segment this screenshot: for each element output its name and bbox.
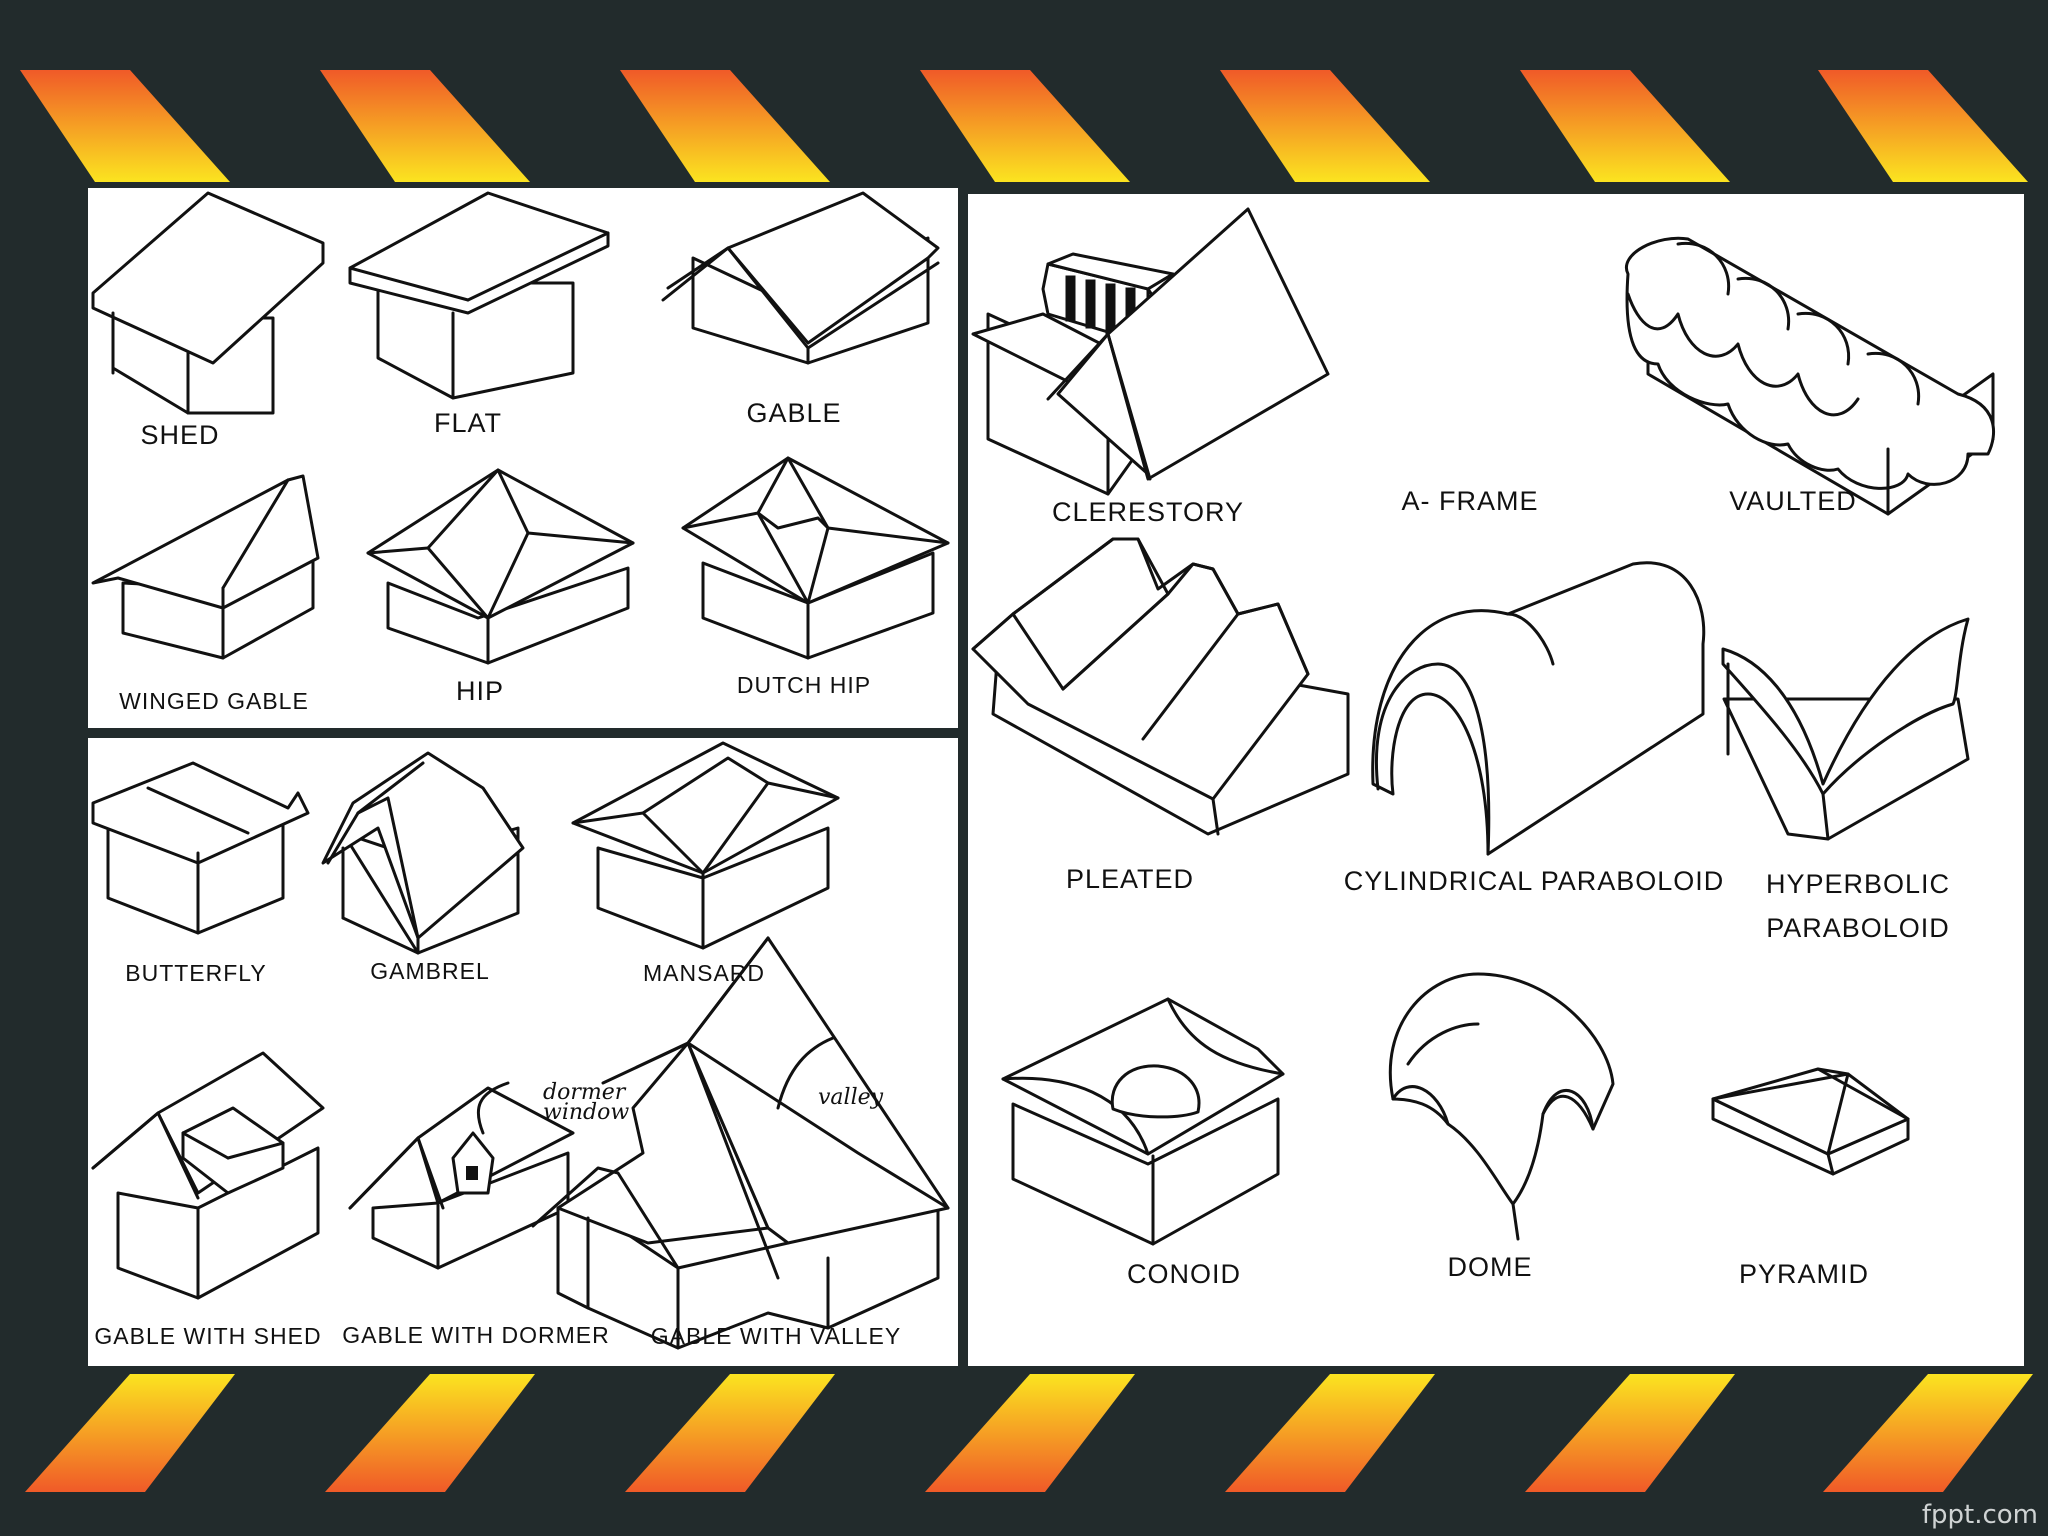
panel-basic-roofs: SHED FLAT GABLE WINGED GABLE HIP DUTCH H… [88,188,958,728]
dormer-annotation: dormer window [543,1083,629,1123]
figure-label: PLEATED [1066,864,1194,895]
hyperbolic-paraboloid-drawing [1723,619,1968,839]
figure-label: GABLE [746,398,841,429]
figure-label: HIP [456,676,504,707]
cylindrical-paraboloid-drawing [1373,563,1704,854]
figure-label: WINGED GABLE [119,688,309,715]
butterfly-roof-drawing [93,763,308,933]
basic-roofs-drawings [88,188,958,728]
gambrel-roof-drawing [323,753,523,953]
panel-special-roofs: CLERESTORY A- FRAME VAULTED PLEATED CYLI… [968,194,2024,1366]
figure-label: DOME [1448,1252,1533,1283]
pleated-roof-drawing [973,539,1348,834]
panel-composite-roofs: BUTTERFLY GAMBREL MANSARD GABLE WITH SHE… [88,738,958,1366]
flat-roof-drawing [350,193,608,398]
figure-label: BUTTERFLY [125,960,266,987]
figure-label: DUTCH HIP [737,672,871,699]
figure-label: MANSARD [643,960,765,987]
figure-label: GAMBREL [370,958,489,985]
composite-roofs-drawings [88,738,958,1366]
gable-with-dormer-drawing [350,1083,573,1268]
figure-label: CYLINDRICAL PARABOLOID [1344,866,1725,897]
winged-gable-roof-drawing [93,476,318,658]
figure-label: GABLE WITH SHED [94,1323,321,1350]
figure-label: CLERESTORY [1052,497,1244,528]
pyramid-roof-drawing [1713,1069,1908,1174]
figure-label: A- FRAME [1401,486,1538,517]
figure-label: GABLE WITH VALLEY [651,1323,901,1350]
hazard-stripes-bottom [0,1370,2048,1496]
gable-with-shed-drawing [93,1053,323,1298]
figure-label: SHED [140,420,219,451]
figure-label: PYRAMID [1739,1259,1869,1290]
hazard-stripes-top [0,66,2048,186]
figure-label: VAULTED [1729,486,1857,517]
watermark: fppt.com [1922,1500,2038,1530]
shed-roof-drawing [93,193,323,413]
figure-label: GABLE WITH DORMER [342,1322,609,1349]
mansard-roof-drawing [573,743,838,948]
gable-with-valley-drawing [533,938,948,1348]
valley-annotation: valley [818,1088,883,1108]
figure-label: CONOID [1127,1259,1241,1290]
figure-label: FLAT [434,408,502,439]
special-roofs-drawings [968,194,2024,1366]
dutch-hip-roof-drawing [683,458,948,658]
conoid-roof-drawing [1003,999,1283,1244]
dome-roof-drawing [1390,974,1613,1239]
figure-label: HYPERBOLIC PARABOLOID [1766,862,1950,950]
vaulted-roof-drawing [1626,238,1993,514]
hip-roof-drawing [368,470,633,663]
gable-roof-drawing [663,193,938,363]
